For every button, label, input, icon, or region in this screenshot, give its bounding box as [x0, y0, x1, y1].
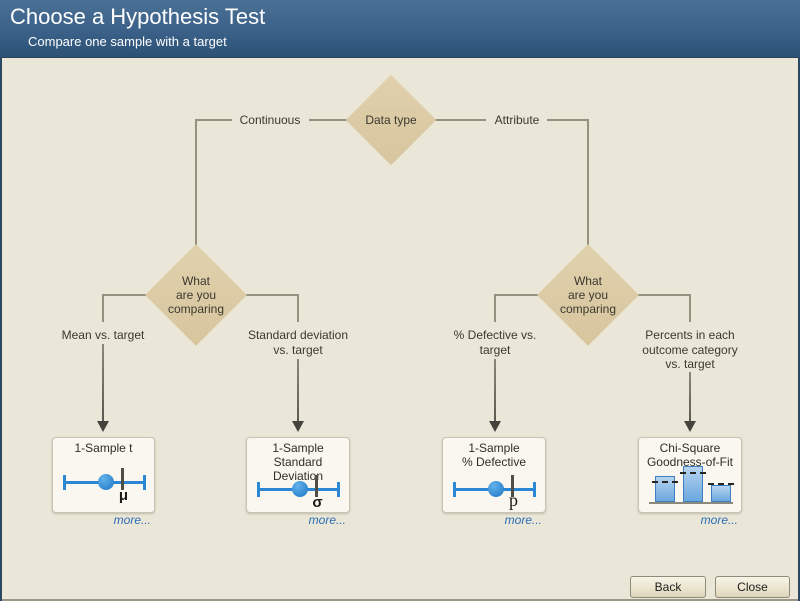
mu-symbol: μ: [118, 487, 129, 504]
test-name: 1-Sample t: [74, 441, 133, 455]
connector-line: [434, 119, 486, 121]
arrowhead-icon: [97, 421, 109, 432]
more-link-chi-square-gof[interactable]: more...: [700, 513, 738, 527]
decision-node-label: What are you comparing: [167, 274, 225, 316]
goodness-of-fit-bars-icon: [649, 464, 734, 504]
branch-label-mean-vs-target: Mean vs. target: [61, 328, 145, 342]
arrow-line: [689, 372, 691, 421]
connector-line: [635, 294, 691, 296]
sigma-symbol: σ: [312, 494, 323, 511]
branch-label-continuous: Continuous: [239, 113, 301, 127]
connector-line: [587, 119, 589, 251]
more-link-1-sample-pct-defective[interactable]: more...: [504, 513, 542, 527]
more-link-1-sample-std-dev[interactable]: more...: [308, 513, 346, 527]
dialog-header: Choose a Hypothesis Test Compare one sam…: [0, 0, 800, 58]
page-subtitle: Compare one sample with a target: [28, 34, 227, 49]
arrow-line: [494, 359, 496, 421]
connector-line: [195, 119, 232, 121]
arrowhead-icon: [292, 421, 304, 432]
interval-dot-target-icon: σ: [257, 471, 340, 511]
arrowhead-icon: [684, 421, 696, 432]
connector-line: [102, 294, 150, 296]
connector-line: [243, 294, 299, 296]
decision-node-label: What are you comparing: [559, 274, 617, 316]
close-button[interactable]: Close: [715, 576, 790, 598]
page-title: Choose a Hypothesis Test: [10, 4, 266, 29]
test-name: 1-Sample Standard Deviation: [272, 441, 324, 483]
connector-line: [689, 294, 691, 322]
interval-dot-target-icon: μ: [63, 464, 146, 504]
interval-dot-target-icon: p: [453, 471, 536, 511]
back-button[interactable]: Back: [630, 576, 706, 598]
test-card-chi-square-gof[interactable]: Chi-Square Goodness-of-Fit: [638, 437, 742, 513]
test-card-1-sample-std-dev[interactable]: 1-Sample Standard Deviation σ: [246, 437, 350, 513]
arrow-line: [102, 344, 104, 421]
connector-line: [494, 294, 542, 296]
arrowhead-icon: [489, 421, 501, 432]
connector-line: [494, 294, 496, 322]
p-symbol: p: [509, 490, 518, 510]
connector-line: [547, 119, 589, 121]
branch-label-percents-outcome-vs-target: Percents in each outcome category vs. ta…: [642, 328, 738, 371]
connector-line: [309, 119, 348, 121]
connector-line: [102, 294, 104, 322]
test-name: Chi-Square Goodness-of-Fit: [646, 441, 734, 469]
decision-node-label: Data type: [365, 113, 417, 127]
test-name: 1-Sample % Defective: [461, 441, 527, 469]
more-link-1-sample-t[interactable]: more...: [113, 513, 151, 527]
test-card-1-sample-t[interactable]: 1-Sample t μ: [52, 437, 155, 513]
connector-line: [297, 294, 299, 322]
test-card-1-sample-pct-defective[interactable]: 1-Sample % Defective p: [442, 437, 546, 513]
arrow-line: [297, 359, 299, 421]
branch-label-stddev-vs-target: Standard deviation vs. target: [247, 328, 349, 357]
branch-label-pct-defective-vs-target: % Defective vs. target: [453, 328, 537, 357]
connector-line: [195, 119, 197, 251]
branch-label-attribute: Attribute: [494, 113, 540, 127]
